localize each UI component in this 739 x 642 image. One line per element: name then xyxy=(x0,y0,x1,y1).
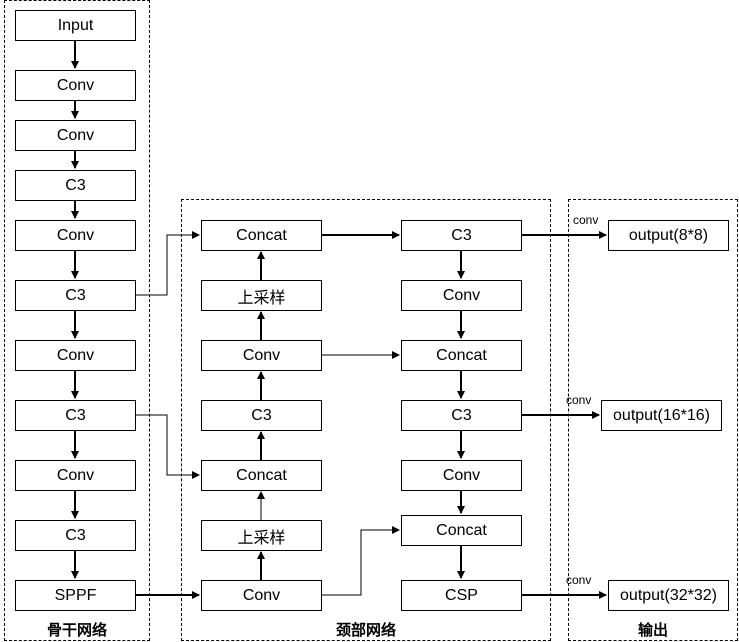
backbone-conv-2: Conv xyxy=(15,120,136,151)
neck-concat-right-1: Concat xyxy=(401,340,522,371)
neck-c3-right: C3 xyxy=(401,400,522,431)
neck-csp: CSP xyxy=(401,580,522,611)
backbone-region xyxy=(4,0,150,641)
neck-concat-left: Concat xyxy=(201,460,322,491)
neck-conv-mid: Conv xyxy=(201,340,322,371)
backbone-conv-3: Conv xyxy=(15,220,136,251)
backbone-input: Input xyxy=(15,10,136,41)
neck-upsample-bottom: 上采样 xyxy=(201,520,322,551)
output-label: 输出 xyxy=(637,621,668,639)
neck-conv-bottom: Conv xyxy=(201,580,322,611)
backbone-c3-4: C3 xyxy=(15,520,136,551)
neck-concat-top: Concat xyxy=(201,220,322,251)
neck-conv-right-1: Conv xyxy=(401,280,522,311)
backbone-conv-1: Conv xyxy=(15,70,136,101)
output-8x8: output(8*8) xyxy=(608,220,729,251)
neck-concat-right-2: Concat xyxy=(401,515,522,546)
output-16x16: output(16*16) xyxy=(601,400,722,431)
backbone-c3-2: C3 xyxy=(15,280,136,311)
backbone-label: 骨干网络 xyxy=(46,621,107,639)
backbone-conv-4: Conv xyxy=(15,340,136,371)
conv-label-3: conv xyxy=(566,573,592,587)
neck-label: 颈部网络 xyxy=(335,621,396,639)
neck-c3-top: C3 xyxy=(401,220,522,251)
conv-label-2: conv xyxy=(566,393,592,407)
neck-upsample-top: 上采样 xyxy=(201,280,322,311)
neck-c3-left: C3 xyxy=(201,400,322,431)
neck-region xyxy=(181,199,551,641)
output-region xyxy=(568,199,738,641)
backbone-conv-5: Conv xyxy=(15,460,136,491)
backbone-sppf: SPPF xyxy=(15,580,136,611)
backbone-c3-1: C3 xyxy=(15,170,136,201)
output-32x32: output(32*32) xyxy=(608,580,729,611)
backbone-c3-3: C3 xyxy=(15,400,136,431)
conv-label-1: conv xyxy=(573,213,599,227)
neck-conv-right-2: Conv xyxy=(401,460,522,491)
